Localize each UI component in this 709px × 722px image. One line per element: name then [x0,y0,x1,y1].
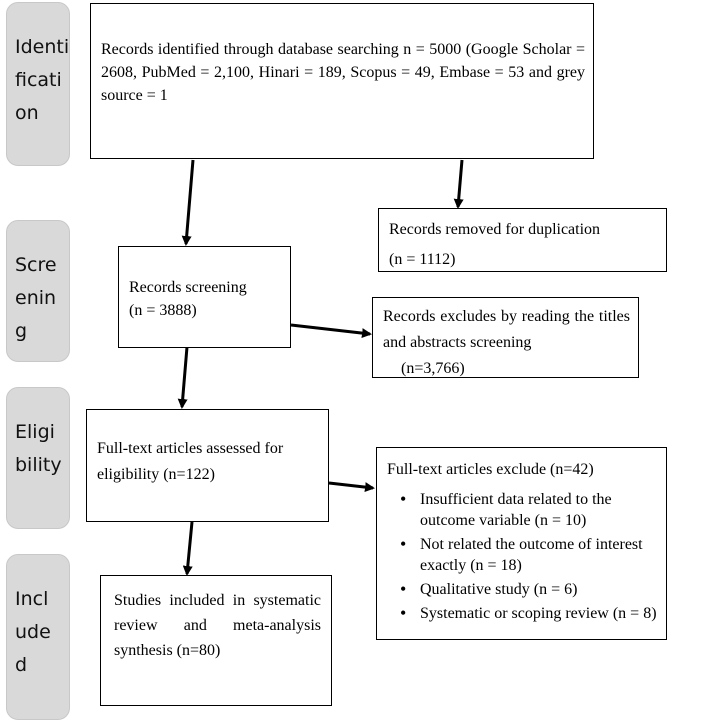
exclusion-reasons-list: Insufficient data related to the outcome… [387,489,658,624]
records-identified-text: Records identified through database sear… [101,41,585,104]
excluded-titles-label: Records excludes by reading the titles a… [383,308,630,351]
arrow-identified-to-duplicates [453,159,464,209]
exclusion-reason: Qualitative study (n = 6) [400,579,658,600]
screening-count: (n = 3888) [129,302,197,319]
box-records-screening: Records screening (n = 3888) [118,246,291,348]
arrow-identified-to-screening [181,159,195,246]
duplicates-label: Records removed for duplication [389,221,601,238]
excluded-titles-count: (n=3,766) [401,360,465,377]
exclusion-reason: Not related the outcome of interest exac… [400,534,658,576]
box-records-identified: Records identified through database sear… [90,3,594,159]
stage-included: Incl ude d [6,554,70,720]
arrow-screening-to-fulltext [177,346,189,409]
stage-identification: Identi ficati on [6,2,70,166]
fulltext-excluded-title: Full-text articles exclude (n=42) [387,461,594,478]
exclusion-reason: Systematic or scoping review (n = 8) [400,603,658,624]
box-records-removed-duplication: Records removed for duplication (n = 111… [378,208,667,272]
box-fulltext-assessed: Full-text articles assessed for eligibil… [86,409,329,522]
arrow-fulltext-to-included [182,521,194,576]
box-records-excluded-titles: Records excludes by reading the titles a… [372,297,639,378]
studies-included-text: Studies included in systematic review an… [114,592,321,659]
box-studies-included: Studies included in systematic review an… [100,575,332,706]
arrow-fulltext-to-excluded [328,481,375,493]
exclusion-reason: Insufficient data related to the outcome… [400,489,658,531]
fulltext-assessed-text: Full-text articles assessed for eligibil… [97,440,284,483]
box-fulltext-excluded: Full-text articles exclude (n=42) Insuff… [376,447,667,640]
screening-label: Records screening [129,279,247,296]
arrow-screening-to-excluded [290,323,372,339]
duplicates-count: (n = 1112) [389,251,456,268]
stage-eligibility: Eligi bility [6,387,70,529]
stage-screening: Scre enin g [6,220,70,362]
